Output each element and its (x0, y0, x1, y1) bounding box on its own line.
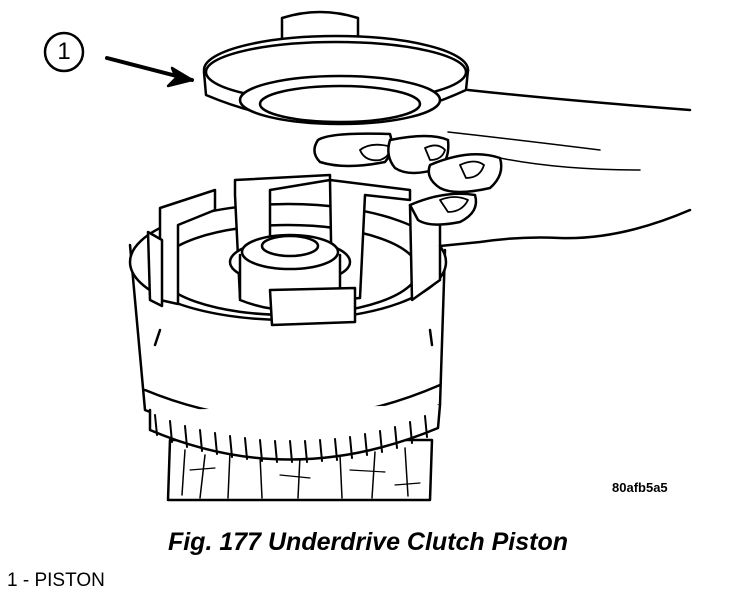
image-id-label: 80afb5a5 (612, 480, 668, 495)
hand (313, 88, 692, 248)
callout-1 (43, 31, 194, 88)
piston (202, 10, 470, 126)
callout-number: 1 (57, 38, 71, 65)
legend-item: 1 - PISTON (7, 570, 105, 591)
figure-caption: Fig. 177 Underdrive Clutch Piston (167, 528, 569, 556)
clutch-drum (128, 173, 448, 463)
clutch-piston-illustration (43, 10, 692, 502)
